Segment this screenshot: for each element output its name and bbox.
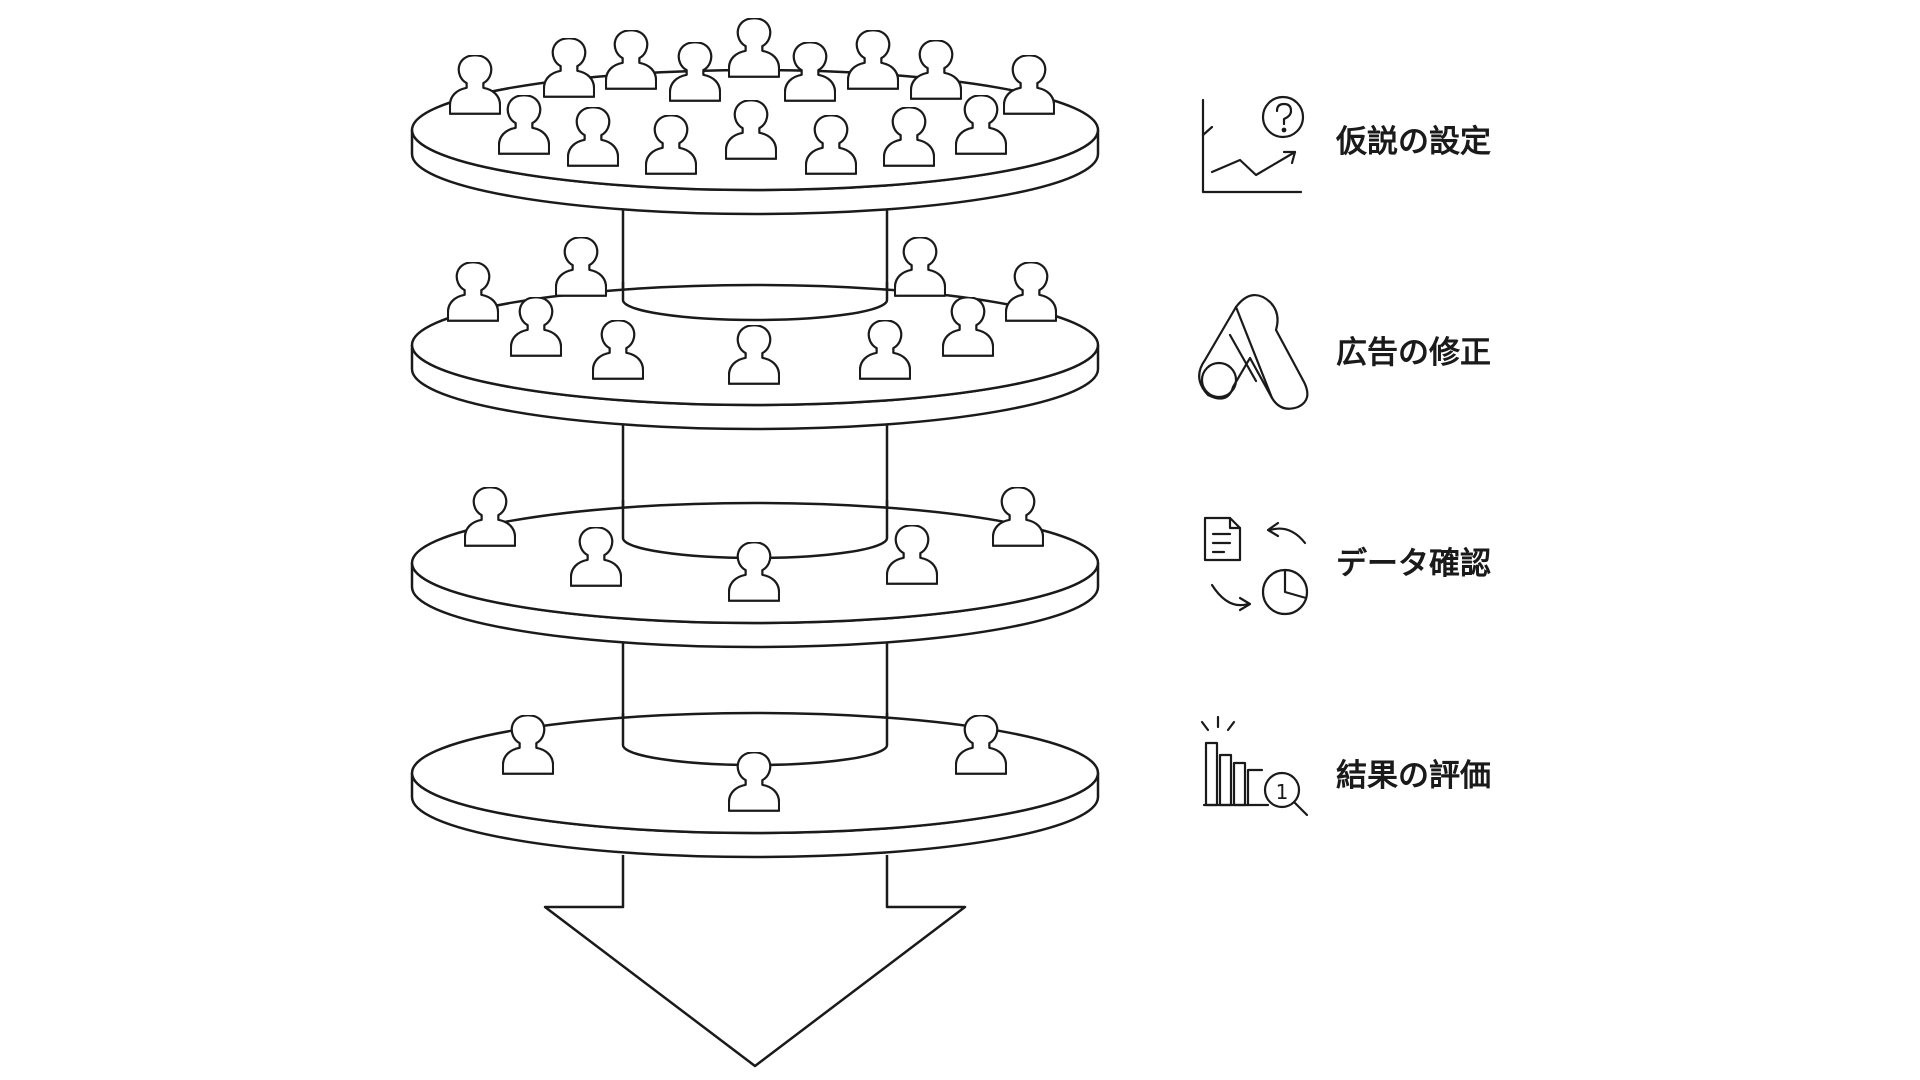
person-icon — [464, 487, 516, 547]
steps-legend: 仮説の設定 広告の修正 データ確認 — [1198, 95, 1491, 817]
down-arrow — [543, 855, 967, 1068]
step-label-evaluation: 結果の評価 — [1336, 758, 1491, 794]
person-icon — [555, 237, 607, 297]
person-icon — [847, 30, 899, 90]
person-icon — [910, 40, 962, 100]
person-icon — [447, 262, 499, 322]
person-icon — [1003, 55, 1055, 115]
step-label-data-check: データ確認 — [1336, 546, 1491, 582]
person-icon — [1005, 262, 1057, 322]
rank-number: 1 — [1276, 780, 1289, 804]
person-icon — [728, 18, 780, 78]
document-pie-cycle-icon — [1203, 516, 1309, 616]
person-icon — [605, 30, 657, 90]
person-icon — [992, 487, 1044, 547]
chart-question-icon — [1201, 95, 1305, 194]
cylinder-top-arc — [621, 299, 889, 322]
step-label-ad-fix: 広告の修正 — [1336, 335, 1491, 371]
person-icon — [894, 237, 946, 297]
google-ads-icon — [1198, 294, 1309, 410]
person-icon — [543, 38, 595, 98]
bar-chart-magnifier-icon — [1200, 715, 1309, 817]
step-label-hypothesis: 仮説の設定 — [1335, 124, 1491, 160]
person-icon — [449, 55, 501, 115]
